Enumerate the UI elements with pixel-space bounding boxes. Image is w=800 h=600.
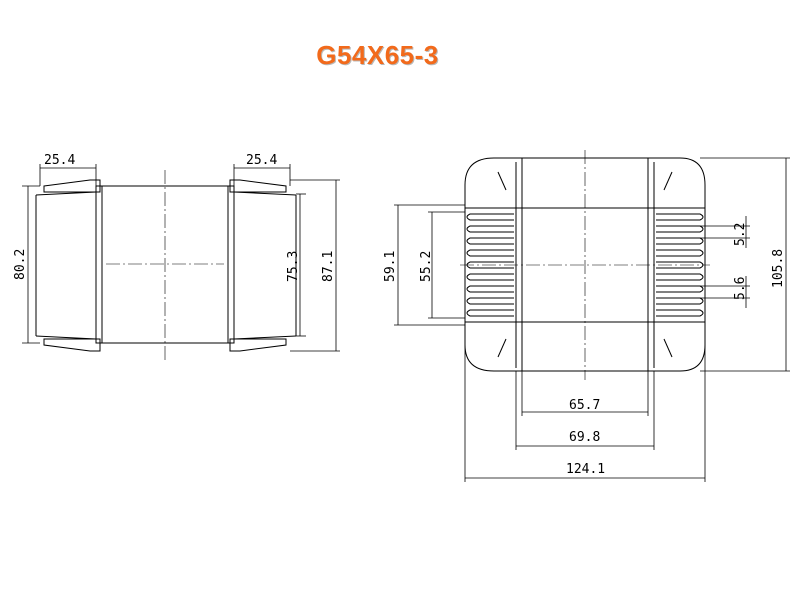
drawing-title: G54X65-3 (316, 40, 439, 70)
dim-top-right-width: 25.4 (246, 153, 277, 168)
dim-top-left-width: 25.4 (44, 153, 75, 168)
front-view: 59.1 55.2 5.2 5.6 105.8 65.7 69.8 (383, 150, 790, 482)
dim-overall-width: 124.1 (566, 462, 605, 477)
dim-outer-height: 80.2 (13, 249, 28, 280)
dim-window-height: 59.1 (383, 251, 398, 282)
dim-total-height: 87.1 (321, 251, 336, 282)
dim-core-width: 69.8 (569, 430, 600, 445)
dim-inner-width: 65.7 (569, 398, 600, 413)
dim-overall-height: 105.8 (771, 249, 786, 288)
side-view: 25.4 25.4 80.2 75.3 87.1 (13, 153, 340, 360)
dim-fin-pitch-bottom: 5.6 (733, 277, 748, 300)
dim-inner-height: 75.3 (286, 251, 301, 282)
left-cooling-fins (466, 213, 514, 317)
dim-core-height: 55.2 (419, 251, 434, 282)
dim-fin-pitch-top: 5.2 (733, 223, 748, 246)
